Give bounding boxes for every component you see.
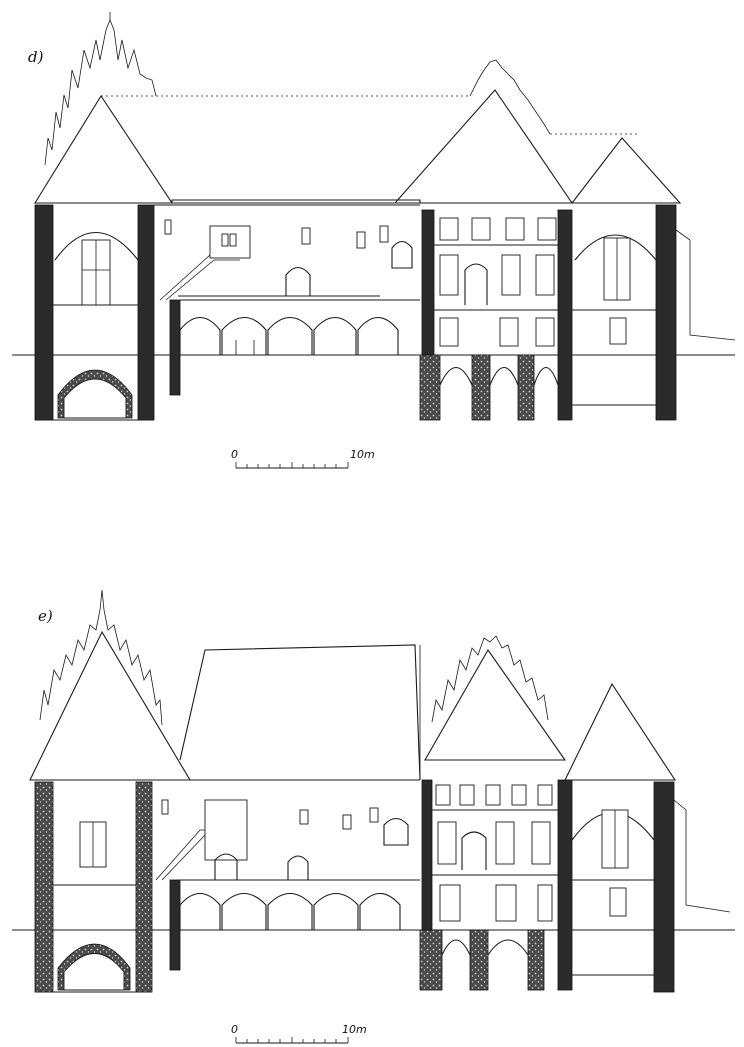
left-tower-roof bbox=[34, 94, 174, 204]
left-tower-wall-inner-e bbox=[135, 781, 153, 993]
right-block-e bbox=[419, 635, 573, 991]
arcade-arch-2 bbox=[221, 316, 267, 355]
right-stepped-gable-e bbox=[431, 635, 549, 723]
left-stepped-gable bbox=[44, 18, 157, 166]
left-tower-e bbox=[29, 589, 191, 993]
right-tower-e bbox=[564, 682, 731, 993]
panel-label-d: d) bbox=[28, 48, 44, 66]
courtyard-stair-d bbox=[159, 254, 240, 301]
left-tower-wall-inner bbox=[137, 204, 155, 421]
right-stepped-gable-d bbox=[469, 59, 551, 135]
scale-end-label-e: 10m bbox=[342, 1023, 367, 1036]
courtyard-wing-d bbox=[154, 199, 421, 396]
stair-portal-e bbox=[204, 799, 248, 861]
right-tower-roof-d bbox=[570, 137, 682, 204]
left-stepped-gable-e bbox=[39, 589, 163, 726]
left-tower-wall-outer bbox=[34, 204, 54, 421]
courtyard-wing-e bbox=[155, 644, 421, 971]
scale-start-label-d: 0 bbox=[231, 448, 238, 461]
right-tower-wall-d bbox=[655, 204, 677, 421]
left-tower-d bbox=[34, 12, 470, 421]
arcade-arch-5 bbox=[357, 316, 399, 355]
right-block-roof-e bbox=[424, 648, 567, 761]
right-block-pier-1 bbox=[419, 354, 441, 421]
scale-bar-d bbox=[235, 462, 349, 469]
right-tower-wall-e bbox=[653, 781, 675, 993]
section-e bbox=[12, 589, 735, 1044]
right-block-d bbox=[393, 59, 640, 421]
left-tower-vault bbox=[54, 232, 139, 261]
right-block-pier-2 bbox=[471, 354, 491, 421]
scale-end-label-d: 10m bbox=[350, 448, 375, 461]
gallery-portal-d bbox=[285, 266, 311, 296]
scale-start-label-e: 0 bbox=[231, 1023, 238, 1036]
left-tower-roof-e bbox=[29, 630, 191, 781]
right-block-roof-d bbox=[393, 89, 574, 204]
arcade-arch-1 bbox=[179, 316, 221, 355]
right-tower-d bbox=[570, 137, 736, 421]
arcade-arch-4 bbox=[313, 316, 357, 355]
scale-bar-e bbox=[235, 1037, 349, 1044]
panel-label-e: e) bbox=[38, 607, 53, 625]
left-tower-wall-outer-e bbox=[34, 781, 54, 993]
section-d bbox=[12, 12, 736, 469]
oriel-d bbox=[391, 240, 413, 269]
right-block-wall-d bbox=[557, 209, 573, 421]
right-block-pier-3 bbox=[517, 354, 535, 421]
arcade-pier-left bbox=[169, 299, 181, 396]
arcade-arch-3 bbox=[267, 316, 313, 355]
right-tower-roof-e bbox=[564, 682, 677, 781]
hall-roof-e bbox=[179, 644, 421, 781]
